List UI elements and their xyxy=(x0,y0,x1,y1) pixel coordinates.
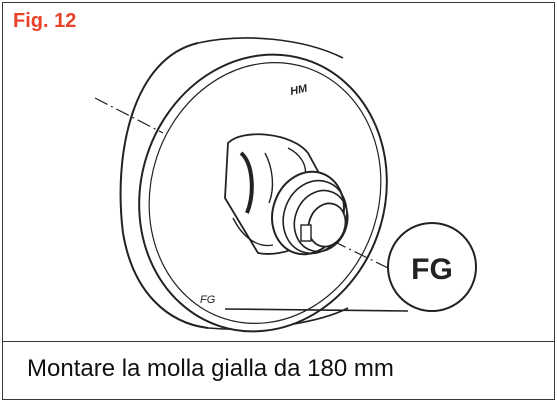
collar-bore xyxy=(307,202,347,248)
bore-key xyxy=(300,224,312,242)
mark-fg: FG xyxy=(200,294,216,306)
callout-circle xyxy=(387,222,477,312)
hub-slot-1 xyxy=(239,151,254,214)
hub-lower-slot xyxy=(232,217,274,247)
disc-rim-top xyxy=(197,37,344,59)
disc-face-inner xyxy=(148,62,382,324)
leader-line xyxy=(224,308,409,312)
figure-label: Fig. 12 xyxy=(3,3,93,39)
hub-slot-2 xyxy=(264,152,274,204)
axis-line-left xyxy=(94,97,164,134)
caption-bar: Montare la molla gialla da 180 mm xyxy=(3,341,554,399)
collar-ring-3 xyxy=(293,189,349,253)
axis-line-right xyxy=(332,240,389,269)
callout-label: FG xyxy=(411,253,453,286)
mark-hm: HM xyxy=(289,82,309,97)
spring-cage-drawing: HM FG FG xyxy=(94,37,477,333)
disc-rim-back xyxy=(119,42,209,329)
caption-text: Montare la molla gialla da 180 mm xyxy=(27,355,394,382)
